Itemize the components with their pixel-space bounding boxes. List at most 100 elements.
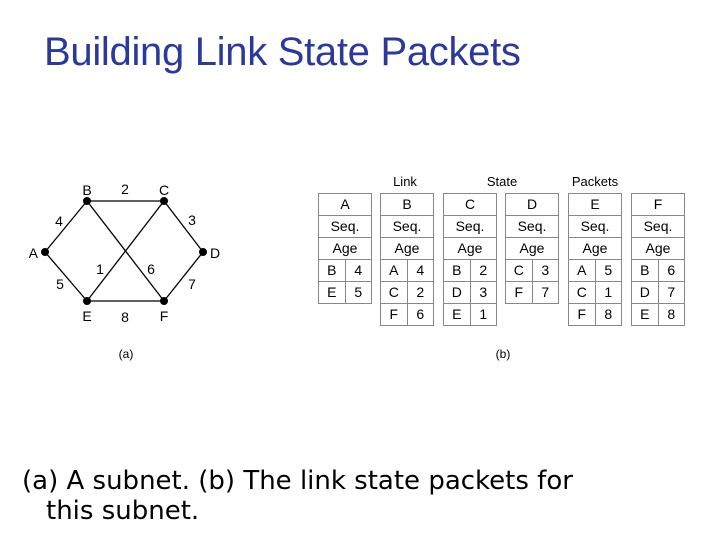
edge-weight-B-F: 6 [147, 261, 155, 277]
slide-title: Building Link State Packets [44, 30, 521, 74]
node-C [160, 197, 168, 205]
graph-edges [44, 200, 204, 302]
packet-neighbor-cell: C [505, 259, 533, 282]
packet-cost-cell: 3 [469, 281, 497, 304]
edge-weight-A-B: 4 [55, 213, 63, 229]
packet-neighbor-cell: B [318, 259, 346, 282]
packet-age-cell: Age [318, 237, 372, 260]
packet-age-cell: Age [631, 237, 685, 260]
packet-router-cell: F [631, 193, 685, 216]
packet-age-cell: Age [568, 237, 622, 260]
edge-C-E [86, 200, 165, 302]
packet-neighbor-cell: A [568, 259, 596, 282]
packet-neighbor-cell: D [443, 281, 471, 304]
packet-neighbor-cell: F [380, 303, 408, 326]
packet-cost-cell: 8 [594, 303, 622, 326]
packet-seq-cell: Seq. [318, 215, 372, 238]
packet-router-cell: A [318, 193, 372, 216]
packet-seq-cell: Seq. [631, 215, 685, 238]
packets-header-word: State [486, 174, 518, 189]
node-label-D: D [210, 245, 220, 261]
packet-neighbor-cell: B [631, 259, 659, 282]
packet-neighbor-cell: B [443, 259, 471, 282]
packet-router-cell: D [505, 193, 559, 216]
node-B [83, 197, 91, 205]
packet-seq-cell: Seq. [505, 215, 559, 238]
node-F [160, 297, 168, 305]
packet-cost-cell: 5 [344, 281, 372, 304]
edge-C-D [163, 200, 204, 253]
edge-weight-A-E: 5 [56, 276, 64, 292]
packet-cost-cell: 6 [657, 259, 685, 282]
packet-cost-cell: 6 [406, 303, 434, 326]
packet-seq-cell: Seq. [380, 215, 434, 238]
packet-age-cell: Age [505, 237, 559, 260]
edge-weight-F-D: 7 [188, 276, 196, 292]
packet-cost-cell: 5 [594, 259, 622, 282]
caption-line-2: this subnet. [46, 496, 200, 526]
packet-neighbor-cell: D [631, 281, 659, 304]
packets-header-word: Packets [571, 174, 619, 189]
node-label-B: B [82, 182, 91, 198]
packet-router-cell: E [568, 193, 622, 216]
packet-cost-cell: 2 [406, 281, 434, 304]
node-A [41, 248, 49, 256]
packet-neighbor-cell: E [443, 303, 471, 326]
caption-line-1: (a) A subnet. (b) The link state packets… [22, 466, 573, 496]
edge-weight-B-C: 2 [121, 181, 129, 197]
packet-router-cell: B [380, 193, 434, 216]
packet-cost-cell: 1 [469, 303, 497, 326]
node-label-E: E [82, 308, 91, 324]
packet-neighbor-cell: E [318, 281, 346, 304]
packet-cost-cell: 2 [469, 259, 497, 282]
node-label-F: F [160, 308, 169, 324]
packet-cost-cell: 4 [406, 259, 434, 282]
packet-seq-cell: Seq. [568, 215, 622, 238]
packets-figure-label: (b) [496, 347, 511, 361]
node-D [199, 248, 207, 256]
packets-header-word: Link [393, 174, 417, 189]
edge-A-E [44, 251, 88, 302]
packet-cost-cell: 1 [594, 281, 622, 304]
packet-cost-cell: 3 [531, 259, 559, 282]
packet-age-cell: Age [443, 237, 497, 260]
packet-cost-cell: 8 [657, 303, 685, 326]
node-E [83, 297, 91, 305]
packet-neighbor-cell: A [380, 259, 408, 282]
edge-F-D [163, 251, 204, 302]
packet-seq-cell: Seq. [443, 215, 497, 238]
edge-weight-C-D: 3 [188, 212, 196, 228]
edge-weight-E-F: 8 [121, 309, 129, 325]
slide-caption: (a) A subnet. (b) The link state packets… [22, 466, 712, 526]
packet-neighbor-cell: C [380, 281, 408, 304]
packet-neighbor-cell: F [505, 281, 533, 304]
packet-neighbor-cell: C [568, 281, 596, 304]
packet-neighbor-cell: E [631, 303, 659, 326]
packet-cost-cell: 7 [531, 281, 559, 304]
packet-cost-cell: 7 [657, 281, 685, 304]
edge-A-B [44, 200, 88, 253]
subnet-figure-label: (a) [119, 347, 134, 361]
